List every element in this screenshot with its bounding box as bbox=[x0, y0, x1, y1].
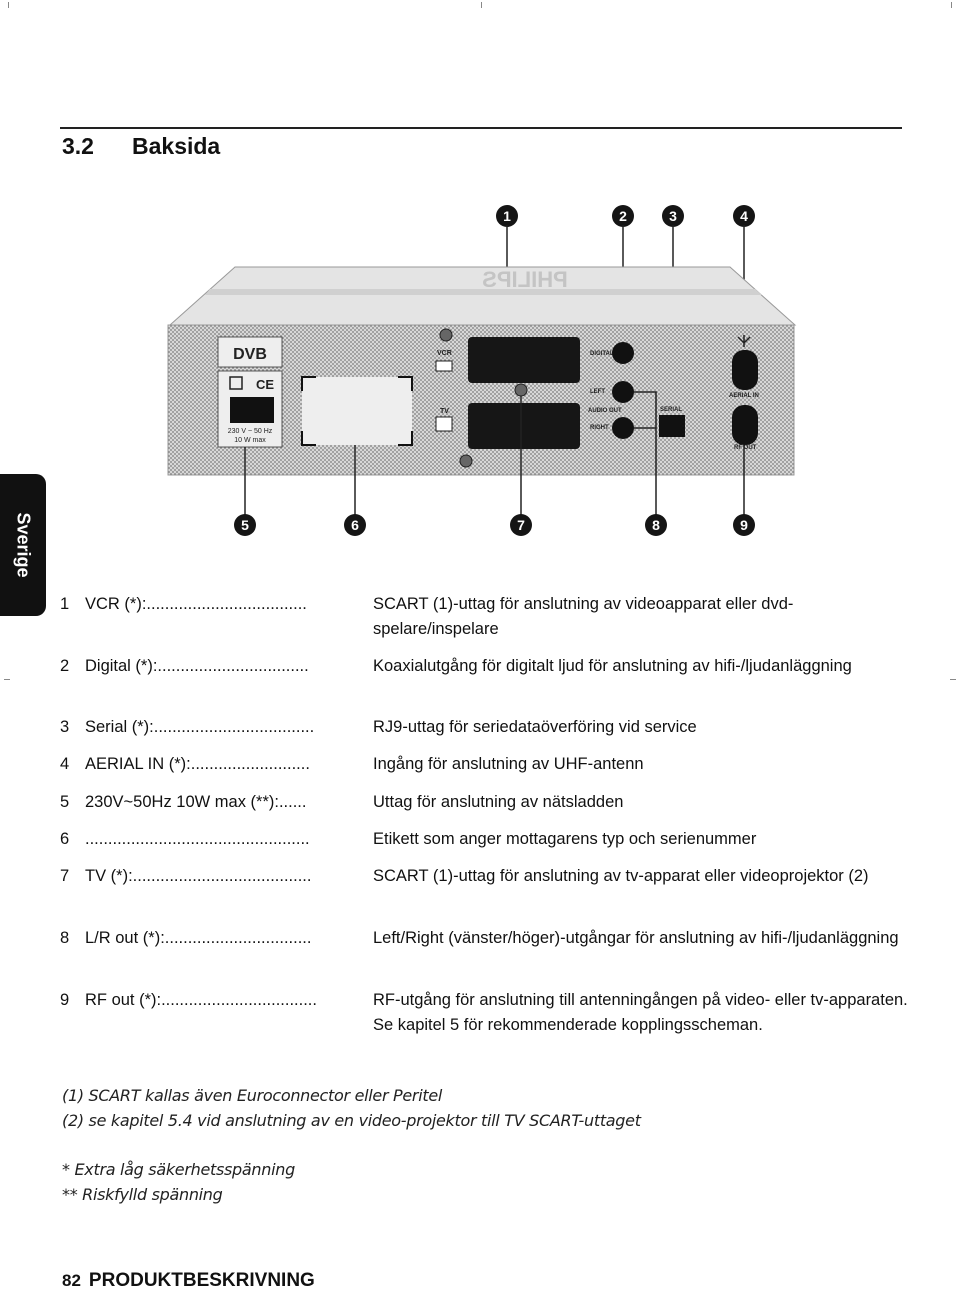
svg-text:SERIAL: SERIAL bbox=[660, 407, 682, 413]
legend-number: 7 bbox=[60, 867, 70, 885]
crop-mark bbox=[481, 2, 482, 8]
callout-8: 8 bbox=[645, 514, 667, 536]
crop-mark bbox=[4, 679, 10, 680]
svg-text:CE: CE bbox=[256, 377, 274, 392]
legend-item: 1 VCR (*):..............................… bbox=[60, 592, 920, 642]
callout-1: 1 bbox=[496, 205, 518, 227]
svg-text:DVB: DVB bbox=[233, 346, 267, 363]
legend-description: SCART (1)-uttag för anslutning av videoa… bbox=[373, 595, 794, 638]
legend-description: Uttag för anslutning av nätsladden bbox=[373, 793, 624, 811]
language-side-tab: Sverige bbox=[0, 474, 46, 616]
legend-item: 2 Digital (*):..........................… bbox=[60, 654, 920, 704]
legend-label: 230V~50Hz 10W max (**):...... bbox=[85, 793, 307, 811]
legend-description: Etikett som anger mottagarens typ och se… bbox=[373, 830, 757, 848]
legend-item: 8 L/R out (*):..........................… bbox=[60, 926, 920, 976]
legend-item: 4 AERIAL IN (*):........................… bbox=[60, 752, 920, 777]
legend-item: 5 230V~50Hz 10W max (**):...... Uttag fö… bbox=[60, 790, 920, 815]
legend-description: RJ9-uttag för seriedataöverföring vid se… bbox=[373, 718, 697, 736]
legend-item: 9 RF out (*):...........................… bbox=[60, 988, 920, 1038]
header-rule bbox=[60, 127, 902, 129]
legend-item: 7 TV (*):...............................… bbox=[60, 864, 920, 914]
svg-text:10 W max: 10 W max bbox=[234, 437, 266, 444]
legend-description: Ingång för anslutning av UHF-antenn bbox=[373, 755, 644, 773]
svg-text:AUDIO OUT: AUDIO OUT bbox=[588, 408, 622, 414]
svg-text:RF OUT: RF OUT bbox=[734, 445, 757, 451]
legend-number: 6 bbox=[60, 830, 70, 848]
legend-number: 3 bbox=[60, 718, 70, 736]
crop-mark bbox=[951, 2, 952, 8]
legend-label: TV (*):.................................… bbox=[85, 867, 312, 885]
svg-text:RIGHT: RIGHT bbox=[590, 425, 609, 431]
callout-3: 3 bbox=[662, 205, 684, 227]
legend-item: 3 Serial (*):...........................… bbox=[60, 715, 920, 740]
side-tab-label: Sverige bbox=[13, 512, 34, 578]
legend-description: Koaxialutgång för digitalt ljud för ansl… bbox=[373, 657, 852, 675]
legend-label: ........................................… bbox=[85, 830, 310, 848]
crop-mark bbox=[950, 679, 956, 680]
legend-label: Digital (*):............................… bbox=[85, 657, 309, 675]
callout-5: 5 bbox=[234, 514, 256, 536]
svg-text:230 V ~ 50 Hz: 230 V ~ 50 Hz bbox=[228, 428, 273, 435]
legend-description: Left/Right (vänster/höger)-utgångar för … bbox=[373, 929, 899, 947]
footnote: * Extra låg säkerhetsspänning bbox=[62, 1160, 295, 1179]
legend-number: 2 bbox=[60, 657, 70, 675]
page-footer: 82 PRODUKTBESKRIVNING bbox=[62, 1270, 315, 1292]
legend-label: Serial (*):.............................… bbox=[85, 718, 315, 736]
callout-6: 6 bbox=[344, 514, 366, 536]
legend-number: 1 bbox=[60, 595, 70, 613]
section-number: 3.2 bbox=[62, 133, 94, 159]
legend-number: 5 bbox=[60, 793, 70, 811]
svg-text:DIGITAL: DIGITAL bbox=[590, 351, 614, 357]
legend-label: AERIAL IN (*):.......................... bbox=[85, 755, 310, 773]
crop-mark bbox=[8, 2, 9, 8]
footnote: (2) se kapitel 5.4 vid anslutning av en … bbox=[62, 1111, 641, 1130]
legend-label: RF out (*):.............................… bbox=[85, 991, 317, 1009]
brand-embossed: PHILIPS bbox=[482, 267, 568, 292]
legend-description: SCART (1)-uttag för anslutning av tv-app… bbox=[373, 867, 869, 885]
page-number: 82 bbox=[62, 1271, 81, 1290]
callout-2: 2 bbox=[612, 205, 634, 227]
legend-item: 6 ......................................… bbox=[60, 827, 920, 852]
legend-label: VCR (*):................................… bbox=[85, 595, 307, 613]
chapter-title: PRODUKTBESKRIVNING bbox=[88, 1270, 315, 1291]
callout-4: 4 bbox=[733, 205, 755, 227]
footnote: ** Riskfylld spänning bbox=[62, 1185, 223, 1204]
legend-description: RF-utgång för anslutning till antenningå… bbox=[373, 991, 908, 1034]
svg-text:AERIAL IN: AERIAL IN bbox=[729, 393, 759, 399]
svg-text:TV: TV bbox=[440, 408, 449, 415]
legend-number: 8 bbox=[60, 929, 70, 947]
section-title: Baksida bbox=[132, 133, 221, 159]
device-rear-illustration: PHILIPS DVB CE 230 V ~ 50 Hz 10 W max VC… bbox=[167, 225, 797, 515]
legend-label: L/R out (*):............................… bbox=[85, 929, 312, 947]
svg-text:VCR: VCR bbox=[437, 350, 452, 357]
legend-number: 9 bbox=[60, 991, 70, 1009]
svg-text:LEFT: LEFT bbox=[590, 389, 605, 395]
callout-7: 7 bbox=[510, 514, 532, 536]
footnote: (1) SCART kallas även Euroconnector elle… bbox=[62, 1086, 443, 1105]
legend-number: 4 bbox=[60, 755, 70, 773]
callout-9: 9 bbox=[733, 514, 755, 536]
